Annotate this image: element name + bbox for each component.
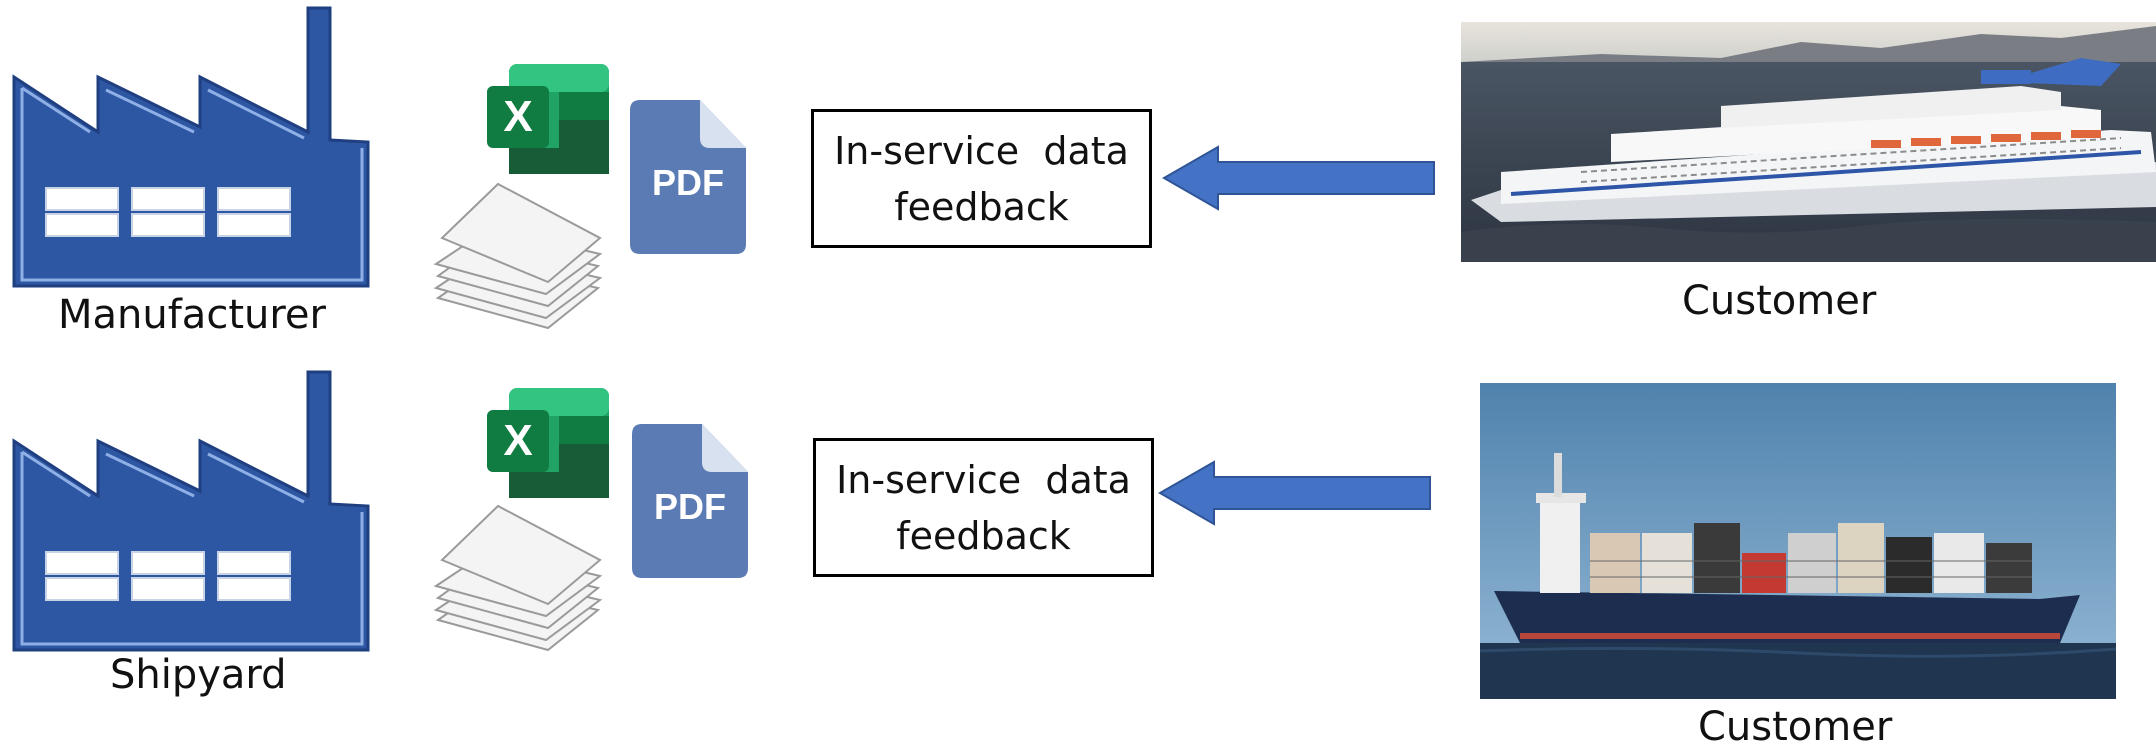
feedback-line-1: In-service data (834, 128, 1129, 173)
pdf-badge: PDF (654, 486, 726, 527)
shipyard-label: Shipyard (110, 652, 287, 698)
pdf-icon: PDF (630, 422, 750, 580)
manufacturer-factory-icon (8, 2, 370, 290)
feedback-line-1: In-service data (836, 457, 1131, 502)
feedback-line-2: feedback (894, 184, 1069, 229)
excel-letter: X (503, 92, 533, 141)
customer-label-1: Customer (1682, 278, 1877, 324)
container-ship-photo (1480, 383, 2116, 699)
left-arrow (1162, 145, 1436, 211)
left-arrow (1158, 460, 1432, 526)
excel-icon: X (487, 386, 612, 501)
manufacturer-label: Manufacturer (58, 292, 326, 338)
cruise-ship-photo (1461, 22, 2156, 262)
pdf-badge: PDF (652, 162, 724, 203)
shipyard-factory-icon (8, 366, 370, 654)
feedback-line-2: feedback (896, 513, 1071, 558)
paper-stack-icon (428, 178, 608, 333)
feedback-box: In-service data feedback (813, 438, 1154, 577)
excel-letter: X (503, 416, 533, 465)
pdf-icon: PDF (628, 98, 748, 256)
excel-icon: X (487, 62, 612, 177)
feedback-box: In-service data feedback (811, 109, 1152, 248)
paper-stack-icon (428, 500, 608, 655)
customer-label-2: Customer (1698, 704, 1893, 750)
